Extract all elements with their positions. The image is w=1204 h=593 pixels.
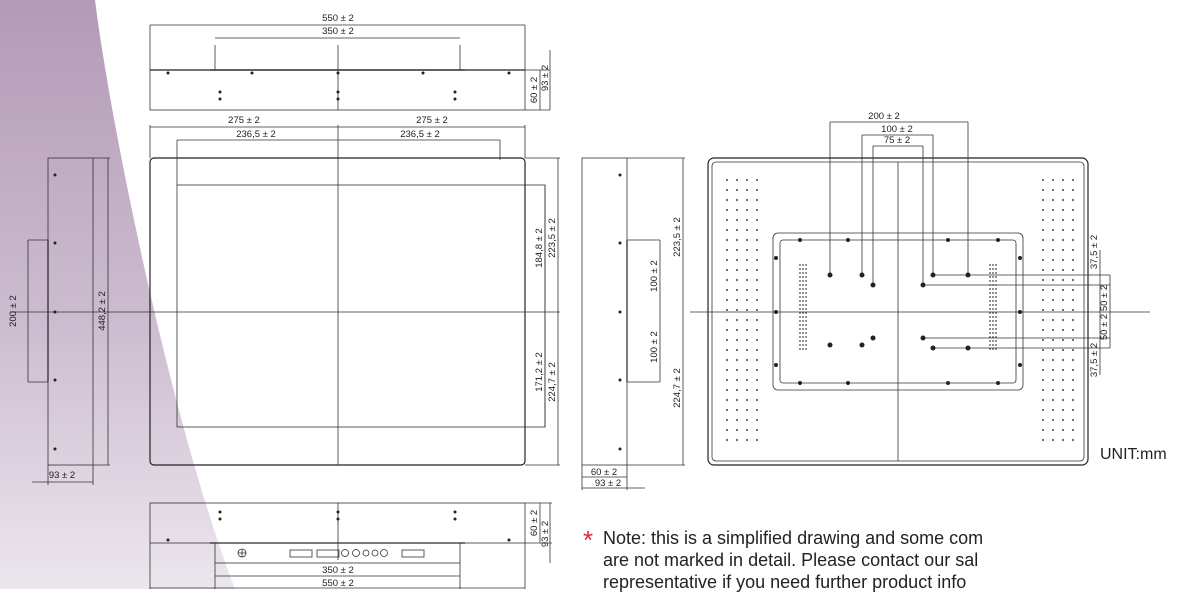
dim-top-h1: 60 ± 2 [529,77,540,103]
left-side-view: 200 ± 2 448,2 ± 2 93 ± 2 [8,157,110,485]
note-line-2: are not marked in detail. Please contact… [603,550,979,570]
note-star-icon: * [583,525,594,555]
dim-front-h-upper-a: 184,8 ± 2 [534,228,545,268]
dim-side-upper: 223,5 ± 2 [672,217,683,257]
dim-side-mid-dn: 100 ± 2 [649,331,660,363]
dim-rear-v3: 50 ± 2 [1099,314,1110,340]
dim-top-h2: 93 ± 2 [540,65,551,91]
dim-top-overall: 550 ± 2 [322,13,354,24]
dim-rear-200: 200 ± 2 [868,111,900,122]
dim-rear-v1: 37,5 ± 2 [1089,235,1100,269]
dim-side-mid-up: 100 ± 2 [649,260,660,292]
right-side-view: 223,5 ± 2 100 ± 2 100 ± 2 224,7 ± 2 60 ±… [581,157,685,490]
dim-left-side-total: 448,2 ± 2 [97,291,108,331]
dim-rear-v4: 37,5 ± 2 [1089,343,1100,377]
dim-front-h-upper-b: 223,5 ± 2 [547,218,558,258]
dim-front-half-l: 275 ± 2 [228,115,260,126]
note-block: * Note: this is a simplified drawing and… [583,527,1204,593]
dim-front-half-r: 275 ± 2 [416,115,448,126]
dim-front-active-l: 236,5 ± 2 [236,129,276,140]
dim-rear-75: 75 ± 2 [884,135,910,146]
dim-bottom-h2: 93 ± 2 [540,521,551,547]
dim-front-h-lower-b: 224,7 ± 2 [547,362,558,402]
dim-rear-100: 100 ± 2 [881,124,913,135]
dim-side-lower: 224,7 ± 2 [672,368,683,408]
unit-label: UNIT:mm [1100,446,1167,463]
dim-bottom-h1: 60 ± 2 [529,510,540,536]
dim-left-side-h: 200 ± 2 [8,295,19,327]
dim-front-h-lower-a: 171,2 ± 2 [534,352,545,392]
dim-rear-v2: 50 ± 2 [1099,285,1110,311]
note-line-3: representative if you need further produ… [603,572,967,592]
top-view: 550 ± 2 350 ± 2 60 ± 2 93 ± 2 [149,13,551,111]
dim-front-active-r: 236,5 ± 2 [400,129,440,140]
dim-side-depth-a: 60 ± 2 [591,467,617,478]
note-line-1: Note: this is a simplified drawing and s… [603,528,984,548]
dim-left-side-depth: 93 ± 2 [49,470,75,481]
dim-bottom-overall: 550 ± 2 [322,578,354,589]
bottom-view: 350 ± 2 550 ± 2 60 ± 2 93 ± 2 [149,502,552,589]
front-view: 275 ± 2 275 ± 2 236,5 ± 2 236,5 ± 2 184,… [10,115,560,466]
rear-view: 200 ± 2 100 ± 2 75 ± 2 37,5 ± 2 50 ± 2 5… [690,111,1150,466]
dim-side-depth-b: 93 ± 2 [595,478,621,489]
dim-bottom-inner: 350 ± 2 [322,565,354,576]
dim-top-inner: 350 ± 2 [322,26,354,37]
